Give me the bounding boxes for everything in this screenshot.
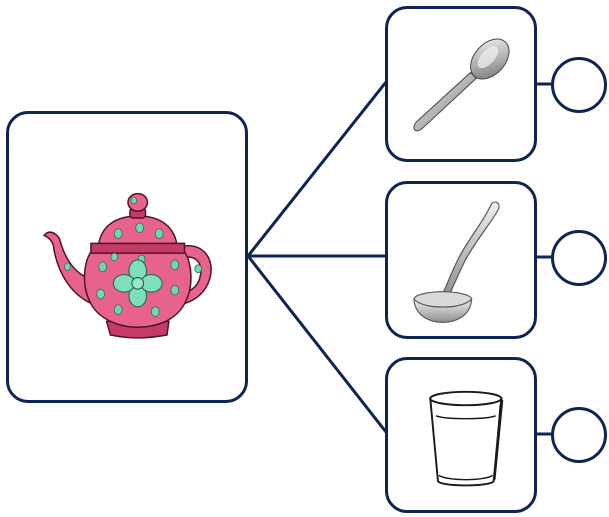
connector-to-glass: [246, 254, 388, 434]
flower-icon: [112, 259, 163, 308]
ladle-card[interactable]: [385, 181, 537, 339]
connector-to-spoon: [246, 80, 388, 258]
glass-card[interactable]: [385, 357, 537, 513]
teapot-icon: [42, 192, 212, 339]
teapot-card: [6, 111, 248, 403]
answer-circle-spoon[interactable]: [551, 57, 607, 113]
answer-circle-glass[interactable]: [551, 407, 607, 463]
spoon-icon: [413, 38, 510, 132]
ladle-icon: [413, 201, 500, 324]
spoon-card[interactable]: [385, 6, 537, 162]
answer-circle-ladle[interactable]: [551, 230, 607, 286]
glass-icon: [429, 390, 504, 487]
